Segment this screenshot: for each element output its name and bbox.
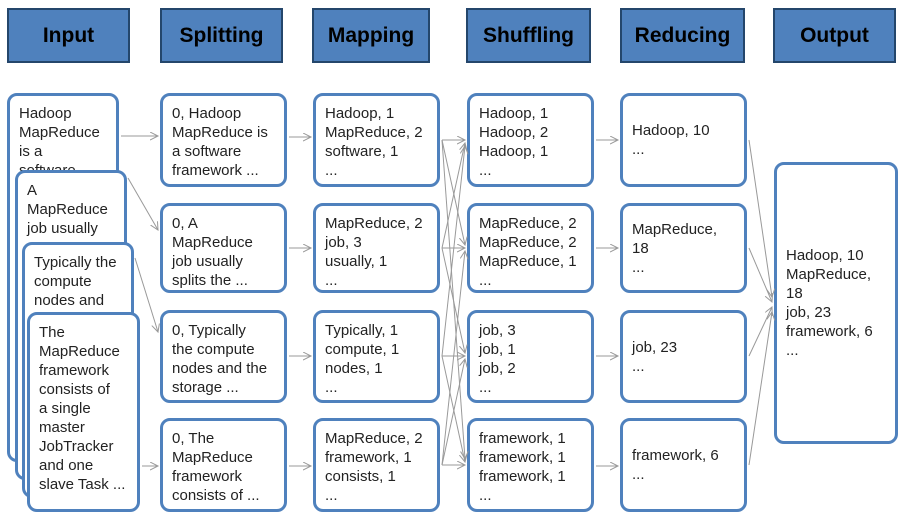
input-card-4: The MapReduce framework consists of a si… — [27, 312, 140, 512]
reducing-box-3: job, 23 ... — [620, 310, 747, 403]
reducing-box-4: framework, 6 ... — [620, 418, 747, 512]
mapping-box-2: MapReduce, 2 job, 3 usually, 1 ... — [313, 203, 440, 293]
stage-header-splitting: Splitting — [160, 8, 283, 63]
shuffling-box-2: MapReduce, 2 MapReduce, 2 MapReduce, 1 .… — [467, 203, 594, 293]
shuffling-box-3: job, 3 job, 1 job, 2 ... — [467, 310, 594, 403]
reducing-box-2: MapReduce, 18 ... — [620, 203, 747, 293]
flow-arrow-mapping-4-to-shuffling-3 — [441, 359, 465, 466]
flow-arrow-reducing-4-to-output — [748, 312, 772, 466]
flow-arrow-mapping-2-to-shuffling-3 — [441, 247, 465, 353]
mapping-box-4: MapReduce, 2 framework, 1 consists, 1 ..… — [313, 418, 440, 512]
shuffling-box-1: Hadoop, 1 Hadoop, 2 Hadoop, 1 ... — [467, 93, 594, 187]
flow-arrow-mapping-4-to-shuffling-2 — [441, 251, 465, 466]
flow-arrow-mapping-3-to-shuffling-1 — [441, 146, 465, 357]
flow-arrow-input-2-to-splitting-2 — [127, 177, 158, 230]
flow-arrow-mapping-2-to-shuffling-1 — [441, 143, 465, 249]
flow-arrow-reducing-3-to-output — [748, 307, 772, 357]
mapping-box-3: Typically, 1 compute, 1 nodes, 1 ... — [313, 310, 440, 403]
shuffling-box-4: framework, 1 framework, 1 framework, 1 .… — [467, 418, 594, 512]
flow-arrow-mapping-3-to-shuffling-4 — [441, 355, 465, 462]
flow-arrow-mapping-1-to-shuffling-4 — [441, 139, 465, 459]
flow-arrow-reducing-1-to-output — [748, 139, 772, 297]
stage-header-mapping: Mapping — [312, 8, 430, 63]
stage-header-shuffling: Shuffling — [466, 8, 591, 63]
stage-header-output: Output — [773, 8, 896, 63]
flow-arrow-reducing-2-to-output — [748, 247, 772, 302]
stage-header-reducing: Reducing — [620, 8, 745, 63]
splitting-box-3: 0, Typically the compute nodes and the s… — [160, 310, 287, 403]
mapping-box-1: Hadoop, 1 MapReduce, 2 software, 1 ... — [313, 93, 440, 187]
reducing-box-1: Hadoop, 10 ... — [620, 93, 747, 187]
splitting-box-1: 0, Hadoop MapReduce is a software framew… — [160, 93, 287, 187]
output-box: Hadoop, 10 MapReduce, 18 job, 23 framewo… — [774, 162, 898, 444]
stage-header-input: Input — [7, 8, 130, 63]
splitting-box-2: 0, A MapReduce job usually splits the ..… — [160, 203, 287, 293]
flow-arrow-mapping-1-to-shuffling-2 — [441, 139, 465, 245]
splitting-box-4: 0, The MapReduce framework consists of .… — [160, 418, 287, 512]
